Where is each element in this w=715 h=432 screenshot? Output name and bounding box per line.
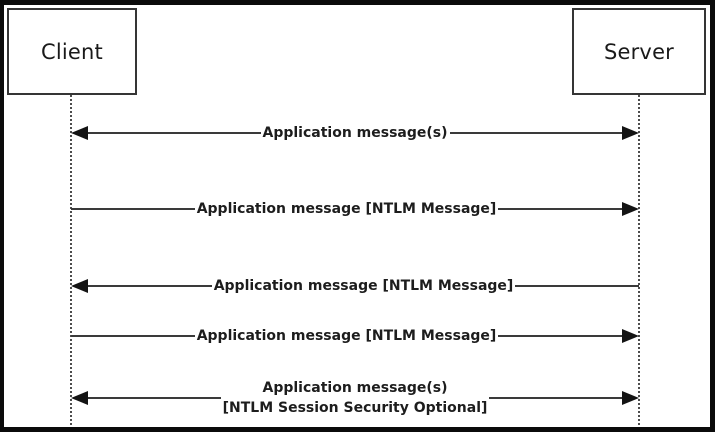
- message-label-2: Application message [NTLM Message]: [196, 200, 497, 217]
- right-arrowhead-icon: [622, 202, 640, 216]
- arrow-line: [498, 208, 623, 210]
- arrow-line: [88, 132, 261, 134]
- message-arrow-5: Application message(s) [NTLM Session Sec…: [71, 376, 639, 420]
- message-label-4: Application message [NTLM Message]: [196, 327, 497, 344]
- message-arrow-4: Application message [NTLM Message]: [71, 327, 640, 344]
- arrow-line: [489, 397, 622, 399]
- message-label-1: Application message(s): [262, 124, 448, 141]
- arrow-line: [71, 208, 195, 210]
- left-arrowhead-icon: [71, 279, 88, 293]
- server-actor-box: Server: [572, 8, 706, 95]
- arrow-line: [515, 285, 640, 287]
- message-arrow-3: Application message [NTLM Message]: [71, 277, 640, 294]
- message-label-5-line1: Application message(s): [262, 379, 448, 396]
- message-arrow-2: Application message [NTLM Message]: [71, 200, 640, 217]
- left-arrowhead-icon: [71, 126, 88, 140]
- arrow-line: [71, 335, 195, 337]
- message-label-5-line2: [NTLM Session Security Optional]: [222, 400, 488, 416]
- message-arrow-1: Application message(s): [71, 124, 640, 141]
- server-actor-label: Server: [603, 39, 675, 64]
- message-label-5: Application message(s) [NTLM Session Sec…: [221, 378, 490, 419]
- client-actor-label: Client: [41, 39, 103, 64]
- right-arrowhead-icon: [622, 329, 640, 343]
- right-arrowhead-icon: [622, 391, 639, 405]
- left-arrowhead-icon: [71, 391, 88, 405]
- arrow-line: [449, 132, 623, 134]
- right-arrowhead-icon: [622, 126, 640, 140]
- client-lifeline: [70, 95, 72, 427]
- message-label-3: Application message [NTLM Message]: [213, 277, 514, 294]
- server-lifeline: [638, 95, 640, 427]
- arrow-line: [88, 285, 212, 287]
- arrow-line: [88, 397, 221, 399]
- client-actor-box: Client: [7, 8, 137, 95]
- arrow-line: [498, 335, 623, 337]
